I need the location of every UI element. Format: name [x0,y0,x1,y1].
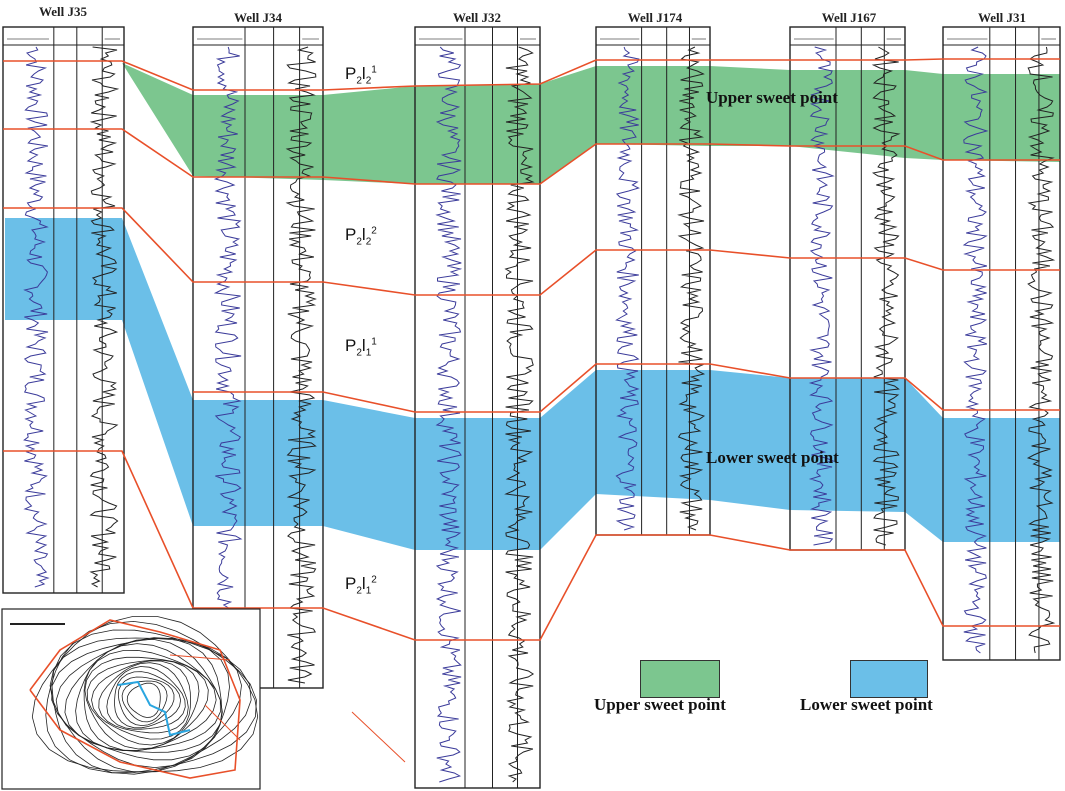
map-boundary [29,619,241,779]
stray-line [351,711,406,763]
well-column-j35 [2,26,125,594]
map-contour [45,620,257,774]
map-contour [75,643,221,752]
lower-sweet-point-band [5,218,1060,550]
resistivity-curve [1026,46,1056,654]
gamma-ray-curve [213,46,243,684]
map-contour [64,638,223,753]
resistivity-curve [871,46,901,546]
map-contour [117,676,175,727]
map-contour [31,616,259,773]
well-column-j174 [595,26,711,536]
map-contour [49,637,242,773]
well-title-j34: Well J34 [233,10,283,25]
map-contour [84,656,209,750]
legend-label-upper: Upper sweet point [594,695,726,714]
sweet-point-bands [5,63,1060,550]
map-section-line [117,680,191,737]
map-contour [126,682,161,718]
correlation-line-4 [3,450,1060,641]
resistivity-curve [285,46,317,684]
correlation-line-5 [193,363,1060,413]
well-frame [2,26,125,594]
resistivity-curve [89,46,120,588]
well-title-j35: Well J35 [38,4,88,19]
zone-label-3: P2l11 [345,336,377,359]
well-title-j167: Well J167 [821,10,877,25]
upper-sweet-point-band [122,63,1060,184]
map-frame [1,608,261,790]
gamma-ray-curve [808,46,835,546]
map-fault [204,704,241,741]
map-contour [106,666,186,730]
gamma-ray-curve [962,46,989,654]
legend-label-lower: Lower sweet point [800,695,933,714]
correlation-line-3 [3,207,1060,296]
legend-swatch-upper [640,660,720,698]
correlation-lines [3,58,1060,763]
well-title-j174: Well J174 [627,10,683,25]
well-column-j167 [789,26,906,551]
upper-band-label: Upper sweet point [706,88,838,107]
gamma-ray-curve [615,46,640,531]
map-contour [83,649,217,752]
correlation-line-1 [3,58,1060,91]
inset-location-map [1,608,261,790]
map-contour [121,680,168,723]
well-column-j32 [414,26,541,789]
correlation-line-2 [3,128,1060,185]
map-contour [51,629,252,775]
well-title-j31: Well J31 [977,10,1027,25]
map-contour [98,662,189,734]
legend-swatch-lower [850,660,928,698]
map-fault [169,654,231,661]
lower-band-label: Lower sweet point [706,448,839,467]
map-contour [55,637,223,761]
zone-label-4: P2l12 [345,574,377,597]
map-contour [86,659,200,746]
zone-label-1: P2l21 [345,64,377,87]
well-title-j32: Well J32 [452,10,502,25]
resistivity-curve [504,46,535,783]
zone-label-2: P2l22 [345,225,377,248]
gamma-ray-curve [435,46,463,783]
map-contour [114,671,181,729]
well-column-j31 [942,26,1061,661]
well-frame [942,26,1061,661]
gamma-ray-curve [23,46,50,588]
map-contour [91,660,191,740]
well-frame [414,26,541,789]
resistivity-curve [677,46,706,531]
